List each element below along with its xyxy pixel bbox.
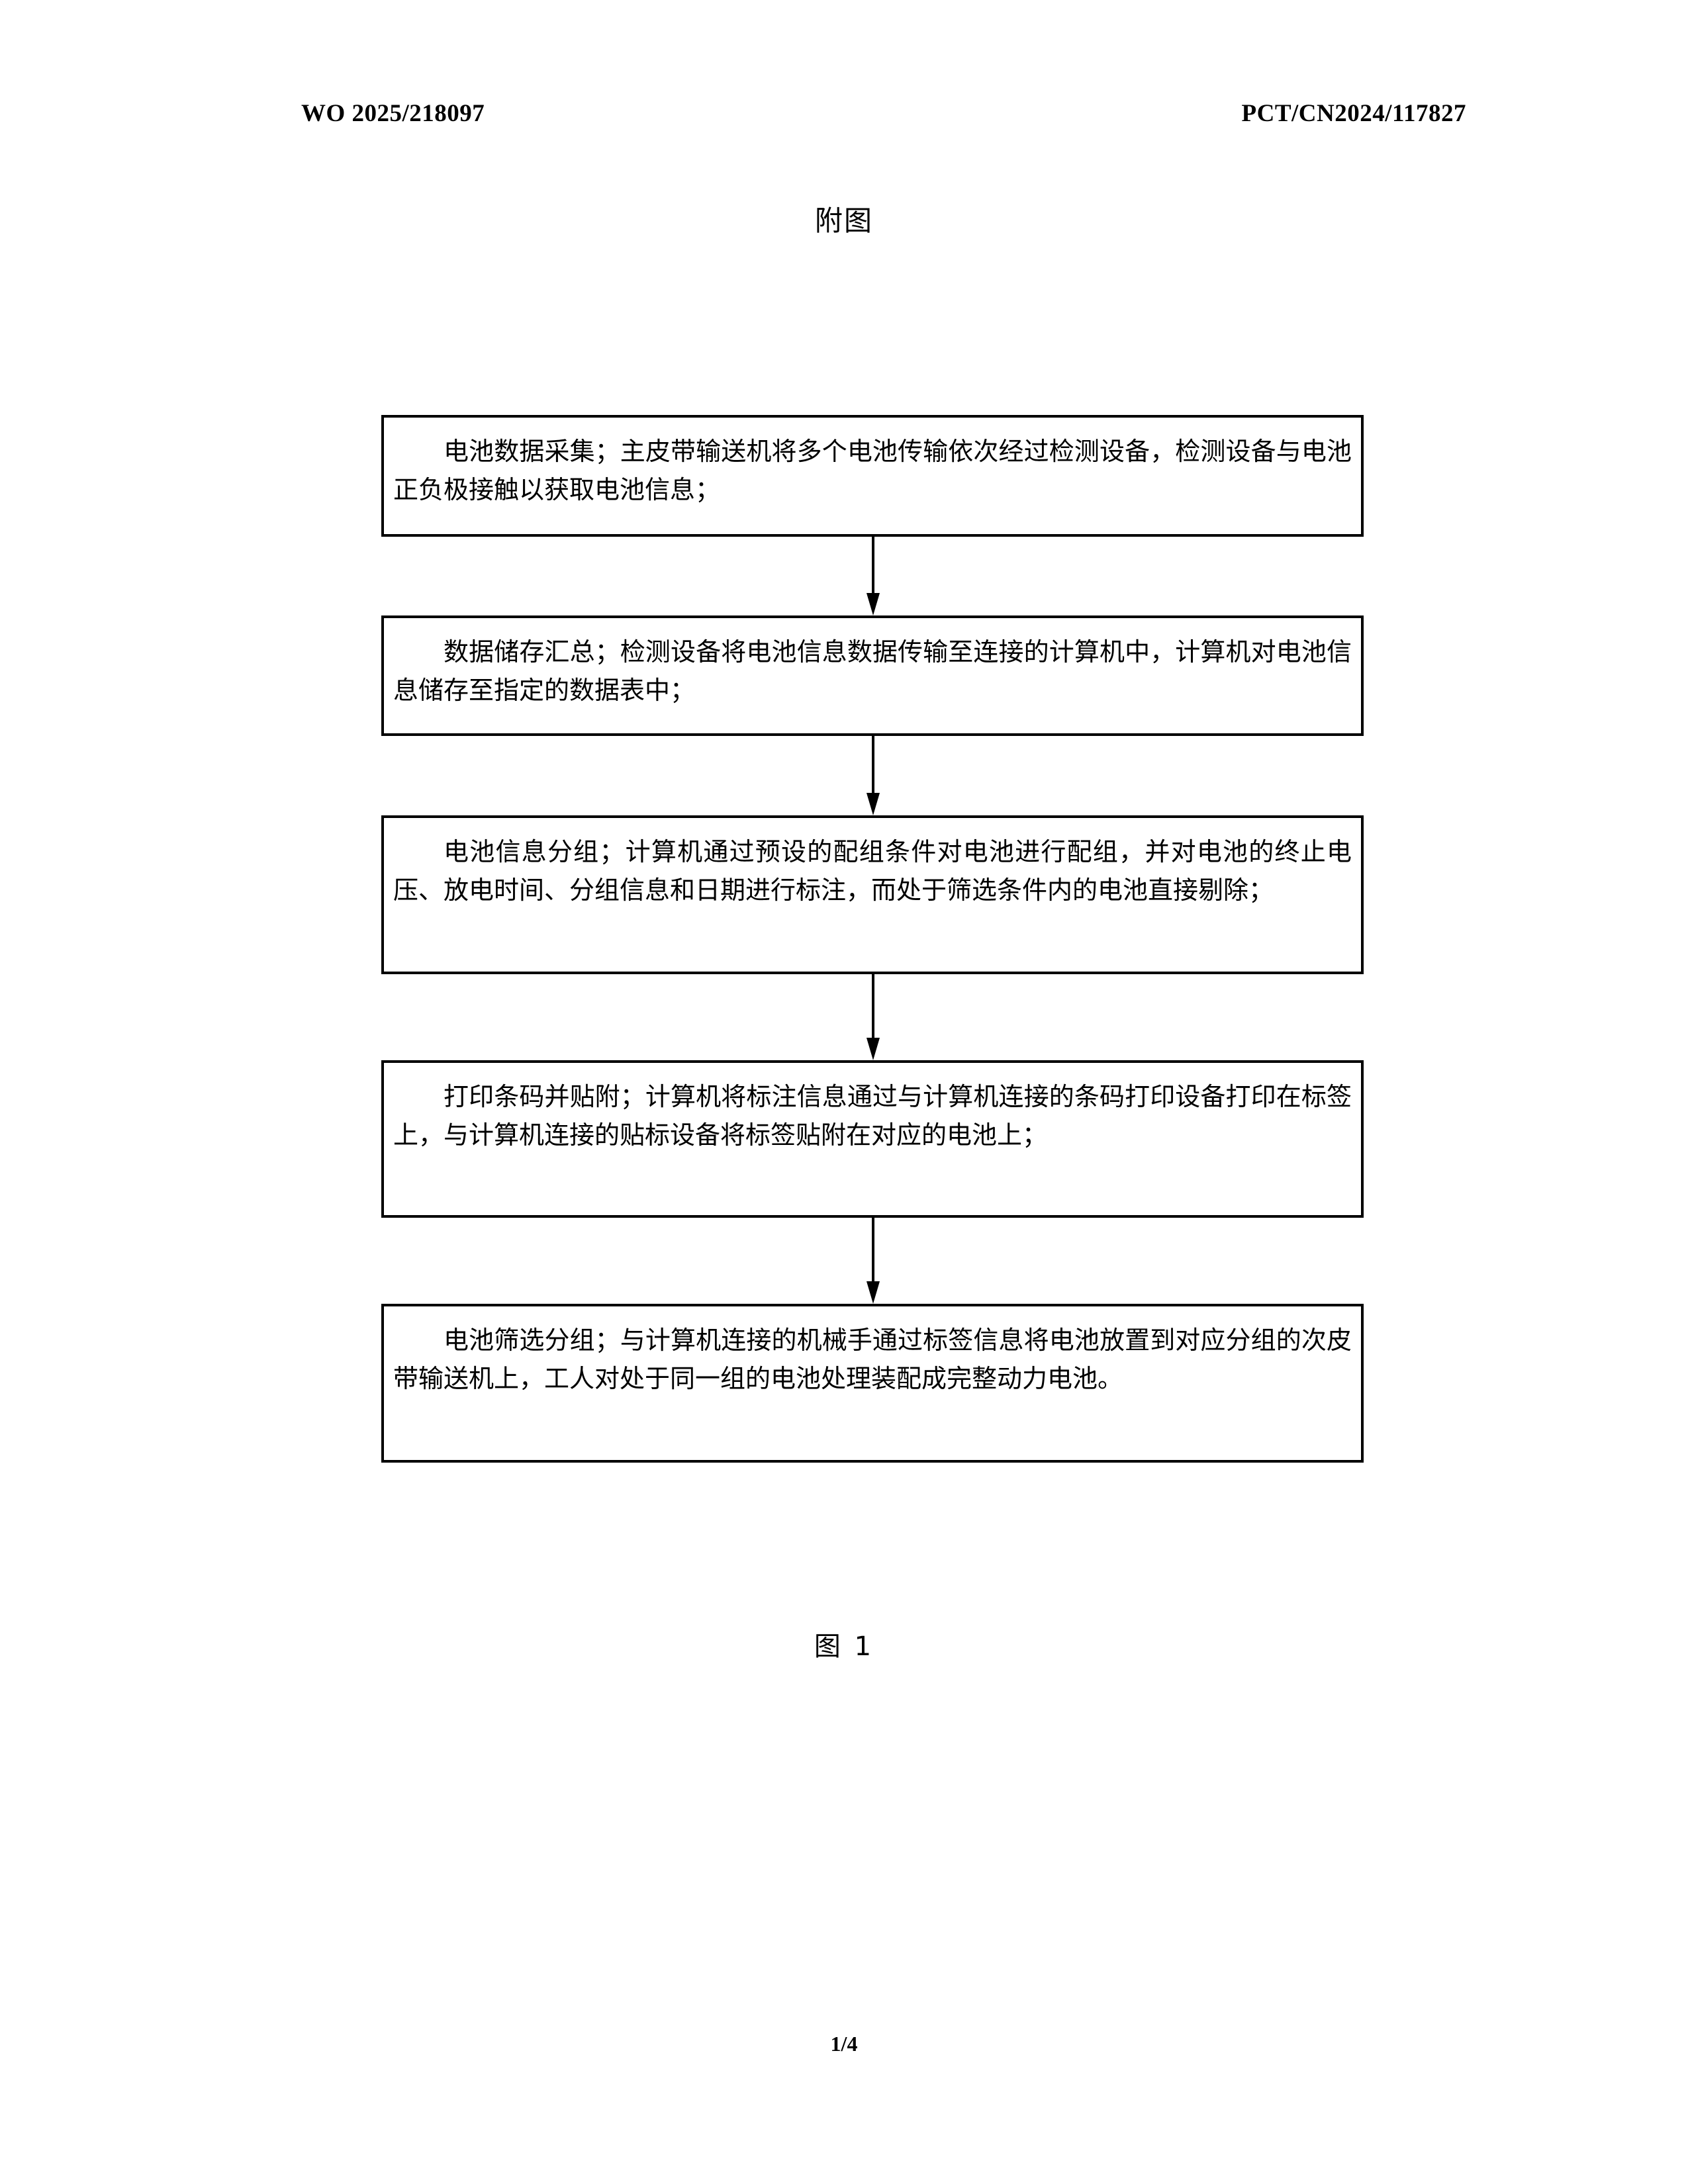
- arrow-shaft: [872, 736, 874, 793]
- arrow-shaft: [872, 537, 874, 593]
- flowchart-step-box: 打印条码并贴附；计算机将标注信息通过与计算机连接的条码打印设备打印在标签上，与计…: [381, 1060, 1364, 1218]
- publication-number: WO 2025/218097: [301, 100, 485, 127]
- arrow-shaft: [872, 1218, 874, 1281]
- flowchart-step-text: 打印条码并贴附；计算机将标注信息通过与计算机连接的条码打印设备打印在标签上，与计…: [393, 1082, 1352, 1150]
- down-arrow-icon: [867, 974, 880, 1060]
- figure-caption: 图 1: [814, 1631, 874, 1662]
- arrow-head: [867, 793, 880, 815]
- running-head: WO 2025/218097 PCT/CN2024/117827: [301, 99, 1466, 128]
- flowchart-step-box: 电池数据采集；主皮带输送机将多个电池传输依次经过检测设备，检测设备与电池正负极接…: [381, 415, 1364, 537]
- page-number: 1/4: [830, 2032, 858, 2056]
- arrow-head: [867, 1281, 880, 1304]
- section-title: 附图: [814, 205, 873, 237]
- arrow-head: [867, 593, 880, 615]
- down-arrow-icon: [867, 736, 880, 815]
- flowchart-step-text: 电池信息分组；计算机通过预设的配组条件对电池进行配组，并对电池的终止电压、放电时…: [393, 837, 1352, 905]
- application-number: PCT/CN2024/117827: [1241, 100, 1466, 127]
- flowchart-step-text: 电池数据采集；主皮带输送机将多个电池传输依次经过检测设备，检测设备与电池正负极接…: [393, 437, 1352, 504]
- arrow-shaft: [872, 974, 874, 1038]
- flowchart-step-text: 电池筛选分组；与计算机连接的机械手通过标签信息将电池放置到对应分组的次皮带输送机…: [393, 1326, 1352, 1393]
- flowchart-step-text: 数据储存汇总；检测设备将电池信息数据传输至连接的计算机中，计算机对电池信息储存至…: [393, 637, 1352, 705]
- down-arrow-icon: [867, 537, 880, 615]
- arrow-head: [867, 1038, 880, 1060]
- flowchart-step-box: 电池筛选分组；与计算机连接的机械手通过标签信息将电池放置到对应分组的次皮带输送机…: [381, 1304, 1364, 1463]
- down-arrow-icon: [867, 1218, 880, 1304]
- flowchart-step-box: 数据储存汇总；检测设备将电池信息数据传输至连接的计算机中，计算机对电池信息储存至…: [381, 615, 1364, 736]
- flowchart-step-box: 电池信息分组；计算机通过预设的配组条件对电池进行配组，并对电池的终止电压、放电时…: [381, 815, 1364, 974]
